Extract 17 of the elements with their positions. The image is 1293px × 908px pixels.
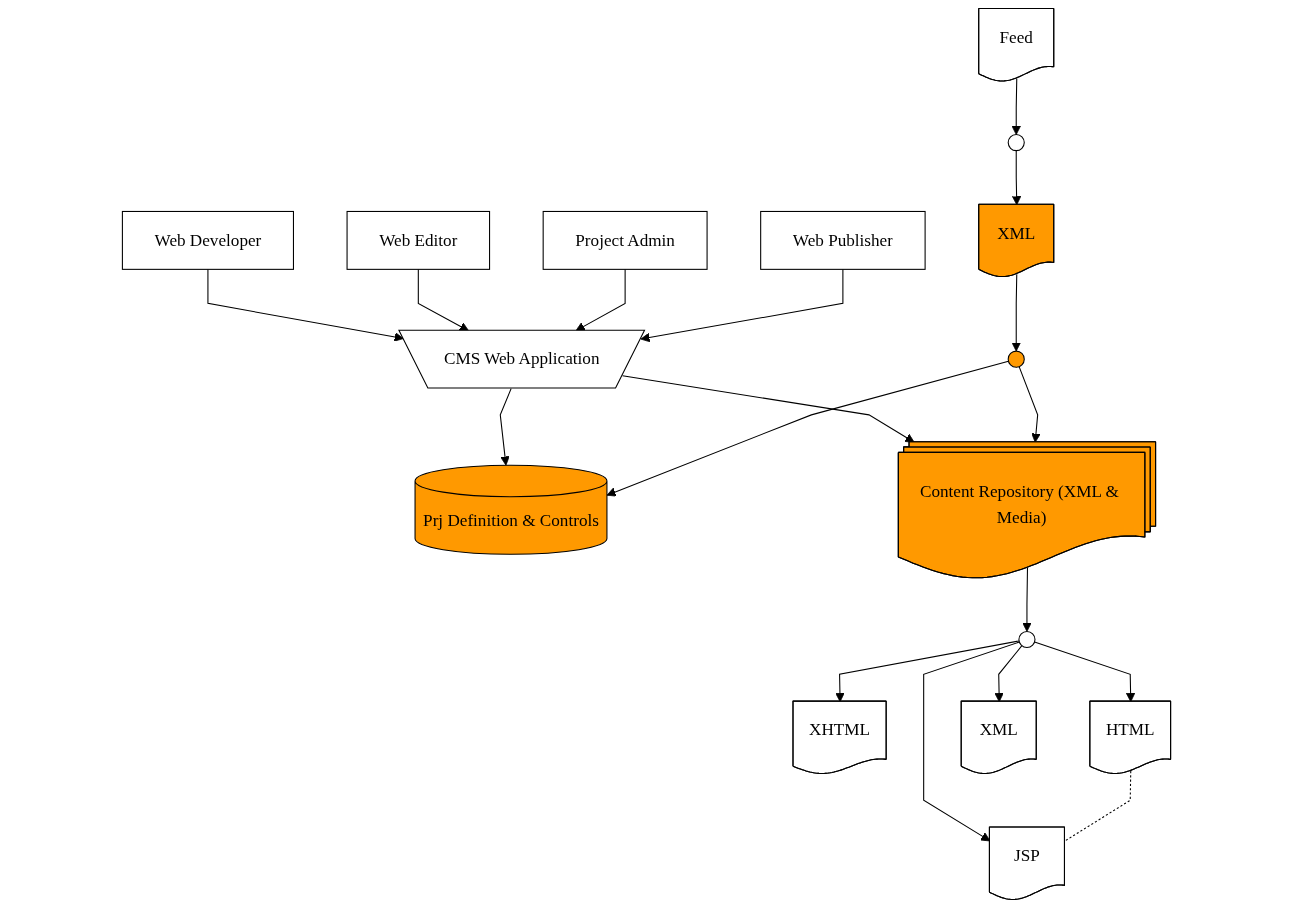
arrow <box>1011 77 1021 135</box>
node-box: Web Publisher <box>760 210 926 270</box>
node-box: Web Developer <box>121 210 294 270</box>
node-circle <box>1007 350 1025 368</box>
arrow <box>499 388 512 466</box>
arrow <box>606 360 1009 497</box>
arrow <box>923 641 1020 842</box>
arrow <box>1011 273 1021 352</box>
arrow <box>207 268 404 342</box>
arrow <box>622 375 915 443</box>
node-circle <box>1018 630 1036 649</box>
arrow <box>1022 567 1032 632</box>
arrow <box>640 268 844 343</box>
node-box: Web Editor <box>346 210 491 270</box>
node-box: Project Admin <box>542 210 708 270</box>
connector <box>1064 770 1132 842</box>
node-circle <box>1007 134 1025 152</box>
